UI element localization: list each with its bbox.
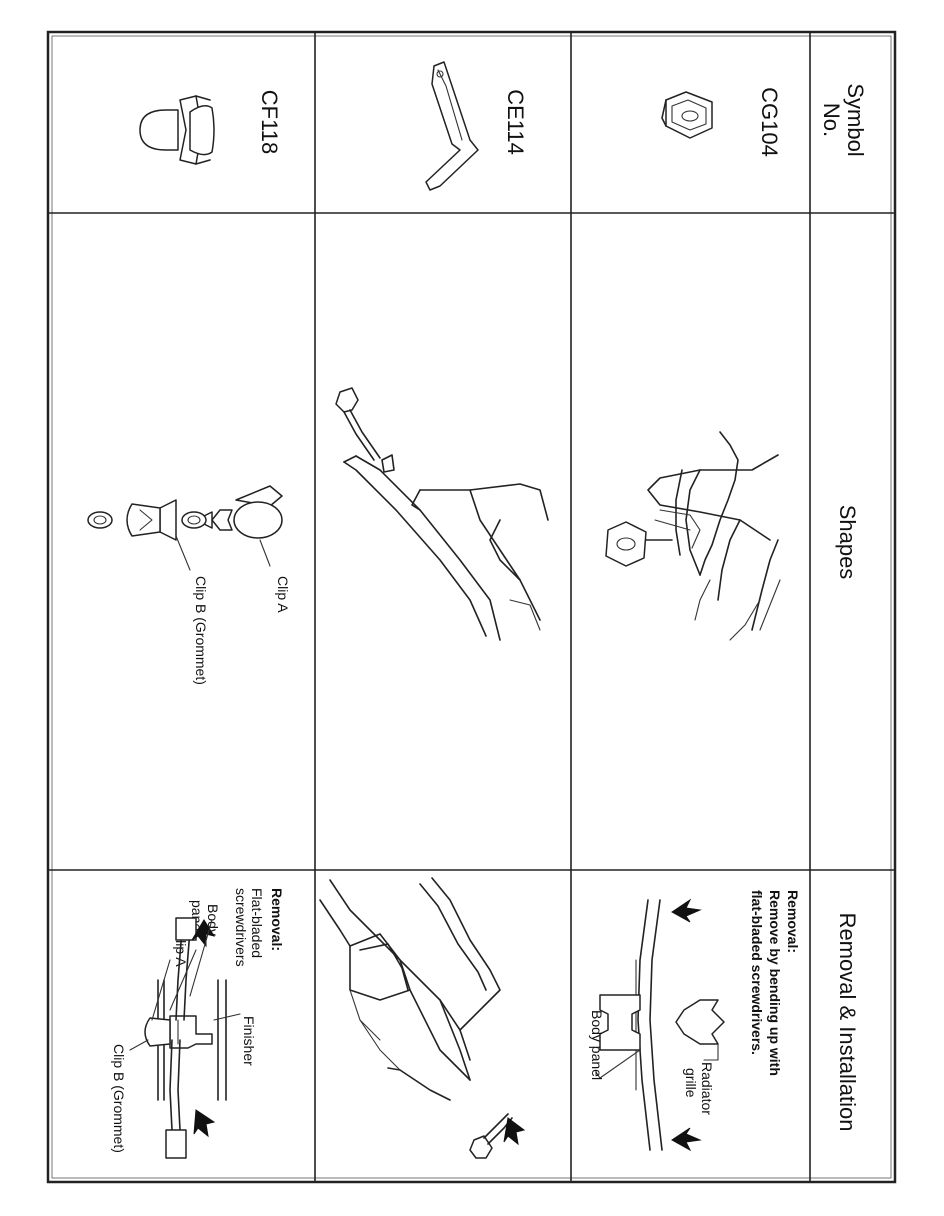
symbol-label: CF118 [257, 90, 282, 154]
ce114-removal-illustration [319, 877, 526, 1159]
removal-title: Removal: [269, 888, 285, 951]
label-finisher: Finisher [241, 1016, 257, 1066]
label-clip-b-grommet: Clip B (Grommet) [193, 576, 209, 685]
cf118-removal-illustration: Removal: Flat-bladed screwdrivers Finish… [111, 888, 285, 1159]
label-flat-bladed-1: Flat-bladed [249, 888, 265, 958]
cg104-symbol-icon [661, 91, 713, 139]
header-symbol-line1: Symbol [843, 83, 868, 156]
label-radiator-grille-2: grille [683, 1068, 699, 1098]
label-clip-b-removal: Clip B (Grommet) [111, 1044, 127, 1153]
label-radiator-grille-1: Radiator [699, 1062, 715, 1115]
symbol-label: CG104 [757, 87, 782, 157]
ce114-shape-illustration [335, 387, 549, 641]
table-grid [46, 30, 897, 1184]
symbol-label: CE114 [503, 89, 528, 155]
cg104-removal-illustration: Removal: Remove by bending up with flat-… [589, 890, 801, 1152]
ce114-symbol-icon [425, 61, 479, 191]
header-shapes: Shapes [835, 505, 860, 580]
label-flat-bladed-2: screwdrivers [233, 888, 249, 967]
row-ce114: CE114 [319, 61, 549, 1159]
cg104-shape-illustration [605, 431, 781, 641]
header-removal-installation: Removal & Installation [835, 913, 860, 1132]
header-symbol-line2: No. [819, 103, 844, 137]
removal-title: Removal: [785, 890, 801, 953]
table-border [46, 30, 897, 1184]
cf118-symbol-icon [139, 95, 215, 165]
row-cf118: CF118 [87, 90, 291, 1159]
label-clip-a: Clip A [275, 576, 291, 613]
removal-instruction-line1: Remove by bending up with [767, 890, 783, 1076]
label-body-panel: Body panel [589, 1010, 605, 1080]
header-row: Symbol No. Shapes Removal & Installation [819, 83, 868, 1131]
removal-instruction-line2: flat-bladed screwdrivers. [749, 890, 765, 1055]
row-cg104: CG104 Removal: Remo [589, 87, 801, 1152]
cf118-shape-illustration: Clip A Clip B (Grommet) [87, 485, 291, 685]
